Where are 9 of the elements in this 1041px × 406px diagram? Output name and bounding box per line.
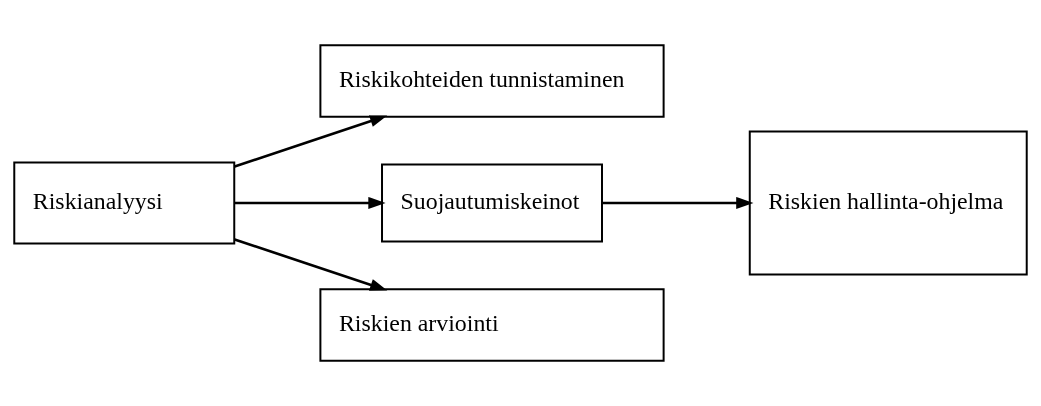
arrow xyxy=(234,196,386,210)
arrow xyxy=(234,238,388,291)
node-box: Riskien hallinta-ohjelma xyxy=(748,130,1028,276)
node-box: Suojautumiskeinot xyxy=(381,163,603,243)
arrow xyxy=(234,115,388,168)
node-box: Riskianalyysi xyxy=(13,161,236,245)
node-box: Riskikohteiden tunnistaminen xyxy=(319,44,665,118)
node-box: Riskien arviointi xyxy=(319,288,665,362)
arrow xyxy=(602,196,754,210)
